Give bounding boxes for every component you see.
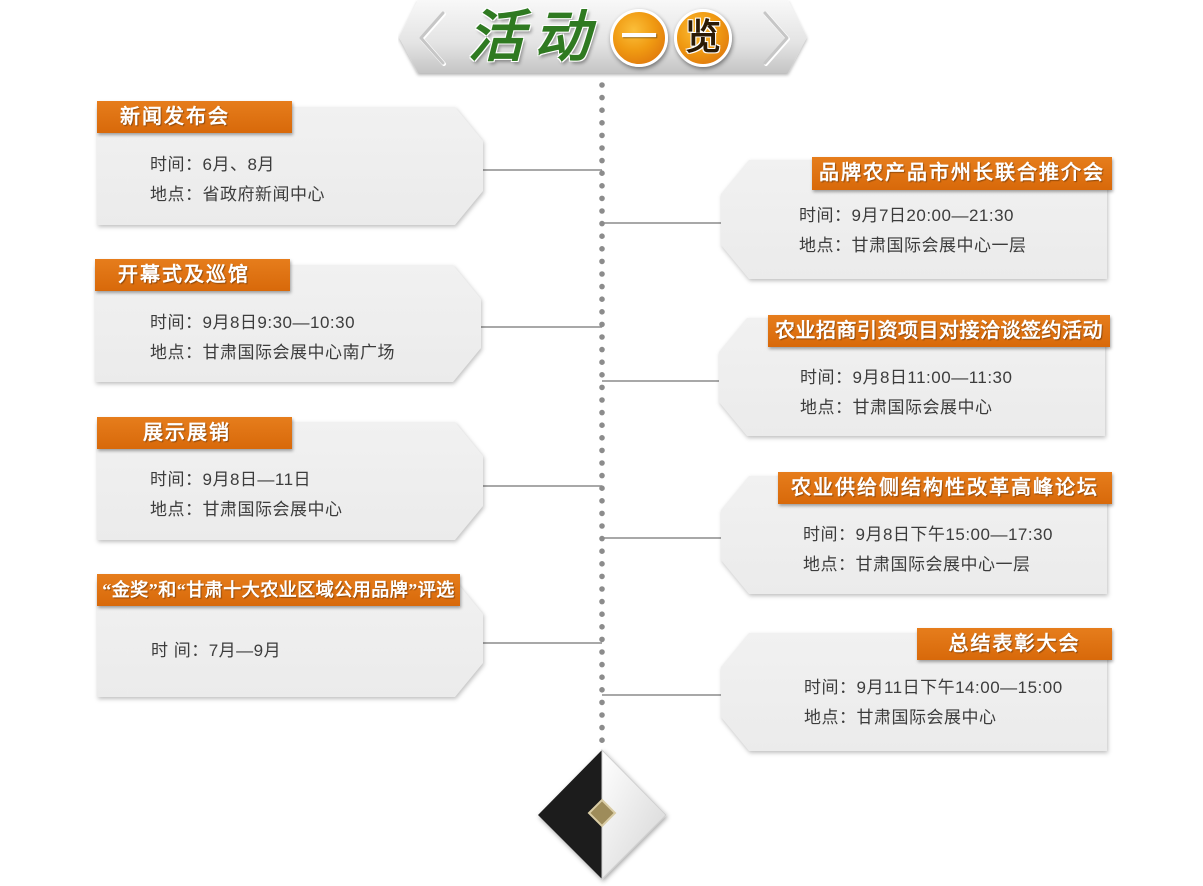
event-title-tab: 新闻发布会 <box>97 101 292 133</box>
diamond-dark-half <box>538 750 602 879</box>
event-location: 地点：省政府新闻中心 <box>150 185 325 204</box>
event-title-tab: 开幕式及巡馆 <box>95 259 290 291</box>
event-time: 时间：9月8日11:00—11:30 <box>800 368 1013 387</box>
event-location: 地点：甘肃国际会展中心 <box>804 708 997 727</box>
event-details: 时间：9月8日—11日 地点：甘肃国际会展中心 <box>150 465 343 525</box>
event-details: 时间：9月7日20:00—21:30 地点：甘肃国际会展中心一层 <box>799 201 1027 261</box>
event-card-left-3: 展示展销 时间：9月8日—11日 地点：甘肃国际会展中心 <box>97 417 483 540</box>
event-time: 时间：9月8日9:30—10:30 <box>150 313 356 332</box>
chevron-left-icon <box>419 11 446 66</box>
diamond-gold-center <box>587 798 617 828</box>
event-title-tab: 展示展销 <box>97 417 292 449</box>
event-location: 地点：甘肃国际会展中心 <box>150 500 343 519</box>
event-title-tab: 总结表彰大会 <box>917 628 1112 660</box>
event-card-right-3: 农业供给侧结构性改革高峰论坛 时间：9月8日下午15:00—17:30 地点：甘… <box>721 472 1112 594</box>
header-badge-one: 一 <box>610 9 668 67</box>
event-time: 时间：9月8日下午15:00—17:30 <box>803 525 1053 544</box>
banner-background <box>399 0 807 73</box>
banner-shape <box>399 0 807 73</box>
event-time: 时间：9月8日—11日 <box>150 470 312 489</box>
event-title-tab: 农业招商引资项目对接洽谈签约活动 <box>768 315 1110 347</box>
bottom-diamond-ornament <box>538 748 667 881</box>
event-details: 时 间：7月—9月 <box>151 636 281 666</box>
event-time: 时间：9月7日20:00—21:30 <box>799 206 1014 225</box>
event-details: 时间：9月8日下午15:00—17:30 地点：甘肃国际会展中心一层 <box>803 520 1053 580</box>
event-location: 地点：甘肃国际会展中心一层 <box>799 236 1027 255</box>
event-details: 时间：9月11日下午14:00—15:00 地点：甘肃国际会展中心 <box>804 673 1063 733</box>
event-time: 时 间：7月—9月 <box>151 641 282 660</box>
event-details: 时间：6月、8月 地点：省政府新闻中心 <box>150 150 325 210</box>
header-badge-two: 览 <box>674 9 732 67</box>
event-card-left-2: 开幕式及巡馆 时间：9月8日9:30—10:30 地点：甘肃国际会展中心南广场 <box>95 259 481 382</box>
event-card-right-4: 总结表彰大会 时间：9月11日下午14:00—15:00 地点：甘肃国际会展中心 <box>721 628 1112 751</box>
event-title-tab: 品牌农产品市州长联合推介会 <box>812 157 1112 190</box>
event-location: 地点：甘肃国际会展中心南广场 <box>150 343 395 362</box>
page-header-banner: 活动 一 览 <box>398 0 810 78</box>
event-time: 时间：9月11日下午14:00—15:00 <box>804 678 1063 697</box>
event-time: 时间：6月、8月 <box>150 155 275 174</box>
header-title: 活动 <box>468 4 600 70</box>
event-card-right-2: 农业招商引资项目对接洽谈签约活动 时间：9月8日11:00—11:30 地点：甘… <box>719 315 1110 436</box>
chevron-right-icon <box>763 11 790 66</box>
event-card-left-4: “金奖”和“甘肃十大农业区域公用品牌”评选 时 间：7月—9月 <box>97 574 483 697</box>
event-details: 时间：9月8日9:30—10:30 地点：甘肃国际会展中心南广场 <box>150 308 395 368</box>
event-location: 地点：甘肃国际会展中心一层 <box>803 555 1031 574</box>
event-details: 时间：9月8日11:00—11:30 地点：甘肃国际会展中心 <box>800 363 1012 423</box>
event-card-right-1: 品牌农产品市州长联合推介会 时间：9月7日20:00—21:30 地点：甘肃国际… <box>721 157 1112 279</box>
event-title-tab: 农业供给侧结构性改革高峰论坛 <box>778 472 1112 504</box>
event-title-tab: “金奖”和“甘肃十大农业区域公用品牌”评选 <box>97 574 460 606</box>
event-location: 地点：甘肃国际会展中心 <box>800 398 993 417</box>
event-card-left-1: 新闻发布会 时间：6月、8月 地点：省政府新闻中心 <box>97 101 483 225</box>
